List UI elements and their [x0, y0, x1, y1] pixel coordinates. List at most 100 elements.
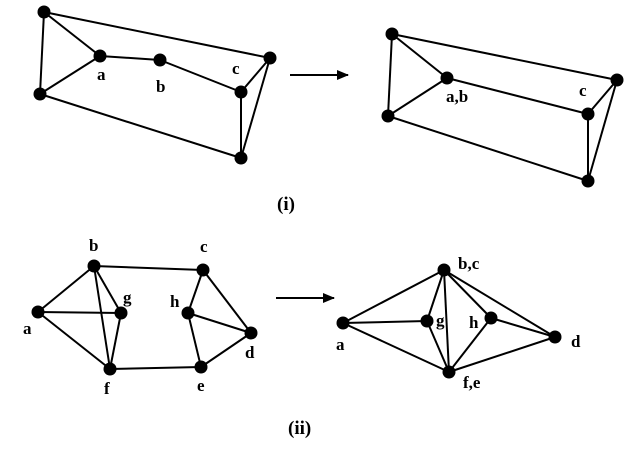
edge: [446, 77, 589, 115]
graph-node-h: [484, 311, 498, 325]
graph-node-d: [548, 330, 562, 344]
edge: [391, 33, 448, 79]
graph-node-a: [336, 316, 350, 330]
part-ii-after-edges: [342, 269, 556, 373]
node-label-a: a: [336, 335, 345, 354]
node-label-fe: f,e: [463, 373, 481, 392]
edge: [109, 312, 122, 370]
graph-node: [234, 151, 248, 165]
caption-i: (i): [277, 194, 295, 215]
part-i-after-edges: [387, 33, 618, 182]
edge: [587, 79, 618, 115]
edge: [187, 269, 204, 314]
edge: [43, 11, 101, 57]
graph-node: [581, 174, 595, 188]
edge: [426, 269, 445, 322]
node-label-c: c: [232, 59, 240, 78]
edge: [39, 55, 101, 95]
node-label-a: a: [97, 65, 106, 84]
edge: [37, 265, 95, 313]
edge: [93, 265, 122, 314]
node-label-c: c: [579, 81, 587, 100]
node-label-d: d: [245, 343, 255, 362]
edge: [240, 57, 271, 93]
node-label-d: d: [571, 332, 581, 351]
edge: [391, 33, 618, 81]
part-ii-after-nodes: [336, 263, 562, 379]
edge: [342, 320, 428, 324]
part-ii-after-graph: a b,c g h d f,e: [336, 254, 581, 392]
edge: [387, 115, 589, 182]
edge: [93, 265, 111, 370]
part-ii-before-graph: a b g f c h d e: [23, 236, 258, 398]
edge: [39, 11, 45, 95]
edge: [426, 320, 450, 373]
edge: [39, 93, 242, 159]
graph-node-g: [420, 314, 434, 328]
edge: [387, 33, 393, 117]
part-i-after-graph: a,b c: [381, 27, 624, 188]
edge: [240, 57, 271, 159]
graph-node-b: [153, 53, 167, 67]
edge: [37, 311, 111, 370]
part-ii: a b g f c h d e: [23, 236, 581, 439]
edge: [342, 322, 450, 373]
graph-node: [610, 73, 624, 87]
edge: [448, 336, 556, 373]
edge: [159, 59, 242, 93]
edge: [443, 269, 492, 319]
graph-node-c: [581, 107, 595, 121]
graph-node-a: [31, 305, 45, 319]
graph-node-a: [93, 49, 107, 63]
edge: [93, 265, 204, 271]
edge: [37, 311, 122, 314]
graph-node-c: [196, 263, 210, 277]
part-i-before-graph: a b c: [33, 5, 277, 165]
graph-node: [381, 109, 395, 123]
node-label-b: b: [89, 236, 98, 255]
graph-node: [37, 5, 51, 19]
graph-node: [33, 87, 47, 101]
node-label-f: f: [104, 379, 110, 398]
graph-node-fe: [442, 365, 456, 379]
node-label-h: h: [469, 313, 479, 332]
node-label-g: g: [123, 288, 132, 307]
edge: [490, 317, 556, 338]
edge: [43, 11, 271, 59]
edge: [587, 79, 618, 182]
part-i-after-nodes: [381, 27, 624, 188]
edge: [443, 269, 450, 373]
edge: [443, 269, 556, 338]
graph-node-d: [244, 326, 258, 340]
node-label-e: e: [197, 376, 205, 395]
graph-node-c: [234, 85, 248, 99]
node-label-h: h: [170, 292, 180, 311]
part-i-before-edges: [39, 11, 271, 159]
node-label-ab: a,b: [446, 87, 468, 106]
edge: [187, 312, 252, 334]
graph-node-bc: [437, 263, 451, 277]
edge: [200, 332, 252, 368]
edge: [187, 312, 202, 368]
node-label-g: g: [436, 311, 445, 330]
edge: [202, 269, 252, 334]
edge: [99, 55, 161, 61]
part-ii-before-edges: [37, 265, 252, 370]
graph-node: [263, 51, 277, 65]
edge: [109, 366, 202, 370]
graph-node-f: [103, 362, 117, 376]
graph-node-g: [114, 306, 128, 320]
edge: [342, 269, 445, 324]
graph-node: [385, 27, 399, 41]
edge: [387, 77, 448, 117]
graph-node-b: [87, 259, 101, 273]
graph-node-h: [181, 306, 195, 320]
node-label-bc: b,c: [458, 254, 480, 273]
edge: [448, 317, 492, 373]
graph-node-e: [194, 360, 208, 374]
node-label-a: a: [23, 319, 32, 338]
part-ii-before-nodes: [31, 259, 258, 376]
part-i-before-nodes: [33, 5, 277, 165]
part-i: a b c: [33, 5, 624, 215]
